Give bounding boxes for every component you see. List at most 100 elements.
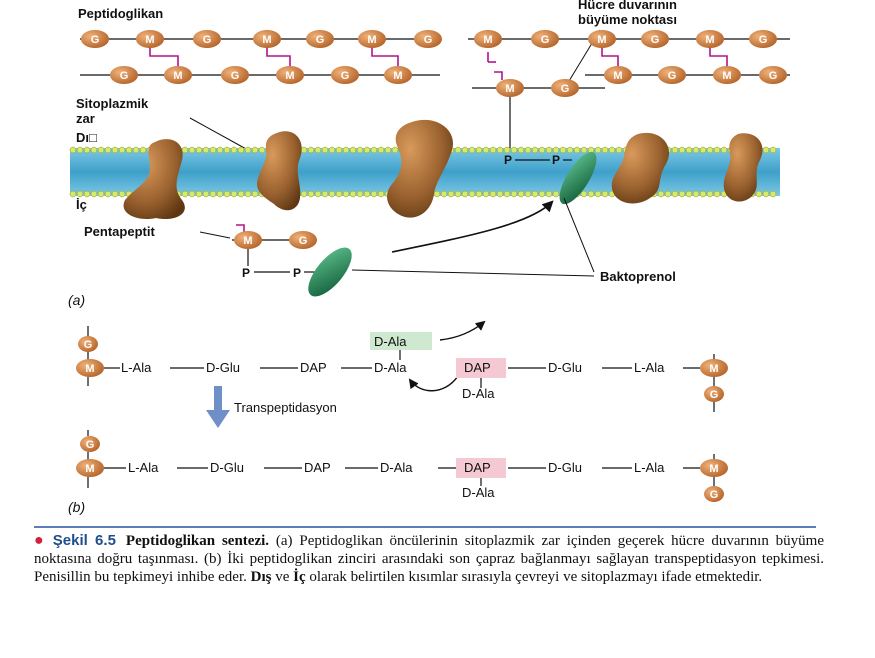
lipid-head (447, 190, 455, 198)
lipid-head (230, 146, 238, 154)
lipid-head (685, 190, 693, 198)
lipid-head (76, 190, 84, 198)
lipid-head (97, 146, 105, 154)
bead-m: M (613, 70, 622, 82)
bead-m: M (705, 34, 714, 46)
lipid-head (216, 146, 224, 154)
residue-d-ala: D-Ala (462, 386, 495, 401)
lipid-head (314, 190, 322, 198)
lipid-head (475, 190, 483, 198)
lipid-head (720, 146, 728, 154)
phosphate-label: P (242, 266, 250, 280)
lipid-head (335, 146, 343, 154)
lipid-head (104, 190, 112, 198)
bead-m: M (709, 363, 718, 375)
bead-m: M (709, 463, 718, 475)
incoming-disaccharide-unit: M G (494, 71, 579, 154)
residue-d-glu: D-Glu (548, 460, 582, 475)
lipid-head (118, 190, 126, 198)
lipid-head (384, 146, 392, 154)
membrane-protein (387, 119, 453, 218)
lipid-head (125, 146, 133, 154)
bead-g: G (120, 70, 129, 82)
lipid-head (489, 146, 497, 154)
lipid-head (468, 190, 476, 198)
lipid-head (209, 190, 217, 198)
label-membrane-line2: zar (76, 111, 95, 126)
panel-a-letter: (a) (68, 292, 85, 308)
lipid-head (657, 190, 665, 198)
lipid-head (699, 146, 707, 154)
d-ala-released-box (370, 332, 432, 350)
lipid-head (328, 146, 336, 154)
lipid-head (349, 146, 357, 154)
lipid-head (251, 146, 259, 154)
lipid-head (76, 146, 84, 154)
bead-m: M (173, 70, 182, 82)
bead-g: G (86, 439, 95, 451)
lipid-head (328, 190, 336, 198)
bead-m: M (367, 34, 376, 46)
lipid-head (202, 190, 210, 198)
label-growth-point-line2: büyüme noktası (578, 12, 677, 27)
bead-m: M (145, 34, 154, 46)
bead-g: G (710, 389, 719, 401)
lipid-head (83, 146, 91, 154)
label-transpeptidation: Transpeptidasyon (234, 400, 337, 415)
figure-label: Şekil 6.5 (52, 532, 116, 549)
lipid-head (671, 146, 679, 154)
lipid-head (510, 146, 518, 154)
lipid-head (307, 146, 315, 154)
label-growth-point-line1: Hücre duvarının (578, 0, 677, 12)
membrane-protein (123, 139, 185, 220)
lipid-head (69, 146, 77, 154)
lipid-head (573, 146, 581, 154)
lipid-head (762, 146, 770, 154)
label-outside: Dı□ (76, 130, 97, 145)
caption-term-inside: İç (293, 569, 306, 585)
glycan-beads-right-row1: M G M G M G (474, 30, 777, 48)
caption-connector: ve (271, 569, 294, 585)
lipid-head (461, 146, 469, 154)
lipid-head (713, 146, 721, 154)
lipid-head (223, 146, 231, 154)
residue-d-ala-released: D-Ala (374, 334, 407, 349)
lipid-head (671, 190, 679, 198)
transport-arrow (391, 200, 554, 253)
residue-d-glu: D-Glu (206, 360, 240, 375)
glycan-beads-row2: G M G M G M (110, 66, 412, 84)
label-pentapeptide: Pentapeptit (84, 224, 155, 239)
lipid-head (503, 146, 511, 154)
bead-g: G (668, 70, 677, 82)
lipid-head (517, 146, 525, 154)
lipid-head (223, 190, 231, 198)
lipid-head (496, 190, 504, 198)
glycan-beads-row1: G M G M G M G (81, 30, 442, 48)
lipid-head (244, 146, 252, 154)
bead-m: M (722, 70, 731, 82)
lipid-head (678, 146, 686, 154)
lipid-head (503, 190, 511, 198)
lipid-head (433, 190, 441, 198)
lipid-head (244, 190, 252, 198)
release-arrow (439, 320, 486, 341)
transpeptidation-reactants: G M L-Ala D-Glu DAP D-Ala D-Ala DAP D-Al… (76, 320, 728, 412)
lipid-head (524, 146, 532, 154)
residue-d-glu: D-Glu (210, 460, 244, 475)
lipid-head (608, 146, 616, 154)
lipid-head (552, 146, 560, 154)
lipid-head (482, 190, 490, 198)
bead-g: G (759, 34, 768, 46)
lipid-head (762, 190, 770, 198)
lipid-head (356, 190, 364, 198)
bead-g: G (84, 339, 93, 351)
caption-body-1: (a) Peptidoglikan öncülerinin sitoplazmi… (34, 533, 824, 585)
transpeptidation-product: G M L-Ala D-Glu DAP D-Ala DAP D-Ala D-Gl… (76, 430, 728, 502)
phosphate-label: P (293, 266, 301, 280)
lipid-head (545, 146, 553, 154)
lipid-head (517, 190, 525, 198)
lipid-head (552, 190, 560, 198)
label-inside: İç (76, 197, 87, 212)
residue-d-ala: D-Ala (374, 360, 407, 375)
lipid-head (335, 190, 343, 198)
